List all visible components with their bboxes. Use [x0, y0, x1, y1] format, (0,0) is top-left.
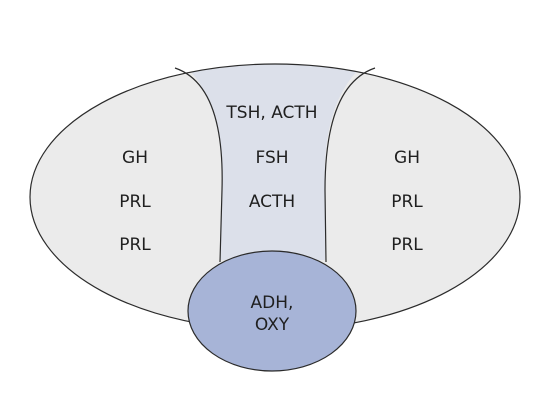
center-label-1: TSH, ACTH: [225, 103, 317, 123]
right-label-2: PRL: [391, 192, 423, 212]
center-label-3: ACTH: [249, 192, 295, 212]
left-divider-curve: [174, 67, 223, 263]
center-band: [150, 64, 400, 260]
right-divider-curve: [324, 67, 376, 263]
center-region-labels: TSH, ACTH FSH ACTH: [225, 103, 317, 212]
inner-ellipse-labels: ADH, OXY: [251, 293, 294, 335]
right-label-3: PRL: [391, 235, 423, 255]
center-label-2: FSH: [255, 148, 288, 168]
left-region-labels: GH PRL PRL: [119, 148, 151, 255]
right-label-1: GH: [394, 148, 420, 168]
left-label-1: GH: [122, 148, 148, 168]
inner-ellipse: [187, 250, 357, 372]
right-region-labels: GH PRL PRL: [391, 148, 423, 255]
inner-label-1: ADH,: [251, 293, 294, 313]
left-label-2: PRL: [119, 192, 151, 212]
inner-label-2: OXY: [255, 315, 290, 335]
left-label-3: PRL: [119, 235, 151, 255]
